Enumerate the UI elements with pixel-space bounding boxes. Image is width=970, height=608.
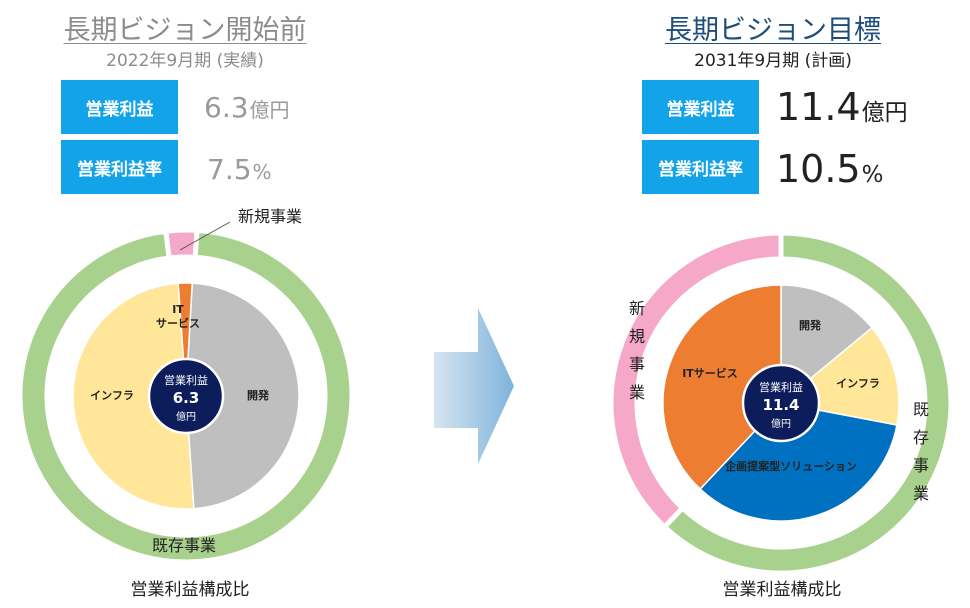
- inner-label-planning-solution: 企画提案型ソリューション: [724, 459, 857, 473]
- outer-label-new-business: 新規事業: [629, 299, 645, 402]
- center-label: 営業利益: [164, 373, 208, 387]
- inner-label-development: 開発: [799, 318, 822, 332]
- right-kpi-profit-unit: 億円: [861, 100, 908, 126]
- right-kpi-margin-number: 10.5: [776, 147, 861, 191]
- left-kpi-profit-label: 営業利益: [61, 80, 178, 134]
- outer-ring-slice-1: [17, 227, 355, 565]
- right-kpi-profit-number: 11.4: [776, 85, 861, 129]
- outer-label-existing-business: 既存事業: [152, 536, 216, 555]
- inner-label-infra: インフラ: [90, 389, 134, 402]
- outer-ring-slice-1: [608, 230, 784, 531]
- left-kpi-margin-label: 営業利益率: [61, 140, 178, 194]
- center-badge: [147, 357, 225, 435]
- left-subtitle: 2022年9月期 (実績): [106, 51, 264, 71]
- inner-label-it-service: ITサービス: [682, 366, 738, 380]
- right-kpi-profit-label: 営業利益: [642, 80, 759, 134]
- left-title: 長期ビジョン開始前: [63, 15, 307, 46]
- left-kpi-profit-number: 6.3: [204, 91, 249, 124]
- left-kpi-margin-value: 7.5%: [207, 156, 272, 184]
- right-subtitle: 2031年9月期 (計画): [694, 51, 852, 71]
- left-kpi-margin-number: 7.5: [207, 153, 252, 186]
- center-badge: [741, 363, 821, 443]
- inner-label-development: 開発: [247, 388, 270, 402]
- center-label: 営業利益: [759, 380, 803, 394]
- right-kpi-profit-value: 11.4億円: [776, 88, 908, 126]
- center-value: 6.3: [173, 389, 200, 407]
- inner-pie-slice-1: [185, 282, 300, 510]
- right-caption: 営業利益構成比: [722, 580, 842, 600]
- center-unit: 億円: [771, 417, 791, 430]
- left-kpi-profit-value: 6.3億円: [204, 94, 290, 122]
- center-value: 11.4: [762, 396, 799, 414]
- inner-pie-slice-2: [699, 402, 898, 522]
- right-kpi-margin-unit: %: [861, 162, 884, 188]
- inner-pie-slice-2: [72, 282, 195, 510]
- right-kpi-margin-value: 10.5%: [776, 150, 883, 188]
- outer-label-existing-business: 既存事業: [913, 400, 929, 503]
- center-unit: 億円: [176, 410, 196, 423]
- inner-label-infra: インフラ: [836, 377, 880, 390]
- transition-arrow-icon: [434, 308, 514, 464]
- right-title: 長期ビジョン目標: [665, 15, 881, 46]
- left-kpi-margin-unit: %: [252, 160, 272, 184]
- new-business-leader-line: [179, 221, 231, 251]
- outer-label-new-business: 新規事業: [238, 207, 302, 226]
- right-kpi-margin-label: 営業利益率: [642, 140, 759, 194]
- left-kpi-profit-unit: 億円: [249, 98, 290, 122]
- inner-pie-slice-3: [662, 284, 782, 491]
- left-caption: 営業利益構成比: [130, 580, 250, 600]
